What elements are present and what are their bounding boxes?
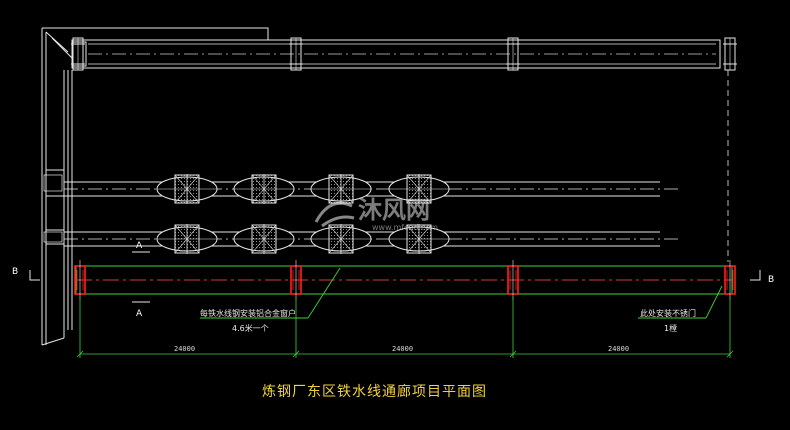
annotation-door-count: 1樘 <box>664 323 677 333</box>
torpedo-cars <box>156 174 450 254</box>
section-b-left-label: B <box>12 267 18 277</box>
annotation-window-spacing: 4.6米一个 <box>232 323 269 333</box>
annotation-door-text: 此处安装不锈门 <box>640 308 696 318</box>
leader-lines <box>200 267 723 319</box>
watermark-brand: 沐风网 <box>358 196 430 224</box>
top-column <box>723 37 737 71</box>
section-marks <box>29 251 761 303</box>
dimension-lines <box>76 296 734 358</box>
logo-icon <box>314 201 355 228</box>
torpedo-car <box>310 174 372 204</box>
column-marker <box>290 260 302 300</box>
dimension-label-2: 24000 <box>392 345 413 353</box>
torpedo-car <box>233 224 295 254</box>
dimension-label-3: 24000 <box>608 345 629 353</box>
left-wall <box>41 27 269 346</box>
dimension-label-1: 24000 <box>174 345 195 353</box>
torpedo-car <box>388 224 450 254</box>
watermark: 沐风网 www.mfcad.com <box>314 196 438 232</box>
drawing-title: 炼钢厂东区铁水线通廊项目平面图 <box>262 383 487 400</box>
column-marker <box>724 260 736 300</box>
torpedo-car <box>388 174 450 204</box>
red-columns <box>74 260 736 300</box>
torpedo-car <box>156 224 218 254</box>
watermark-url: www.mfcad.com <box>372 223 438 232</box>
top-column <box>506 37 520 71</box>
section-a-bottom-label: A <box>136 309 143 319</box>
torpedo-car <box>156 174 218 204</box>
annotation-window-text: 每铁水线钢安装铝合金窗户 <box>200 308 296 318</box>
top-corridor <box>71 39 721 69</box>
torpedo-car <box>233 174 295 204</box>
column-marker <box>507 260 519 300</box>
top-column <box>71 37 85 71</box>
torpedo-car <box>310 224 372 254</box>
top-corridor-columns <box>71 37 737 71</box>
column-marker <box>74 260 86 300</box>
section-a-top-label: A <box>136 241 143 251</box>
section-b-right-label: B <box>768 275 774 285</box>
top-column <box>289 37 303 71</box>
lower-corridor <box>75 265 733 295</box>
